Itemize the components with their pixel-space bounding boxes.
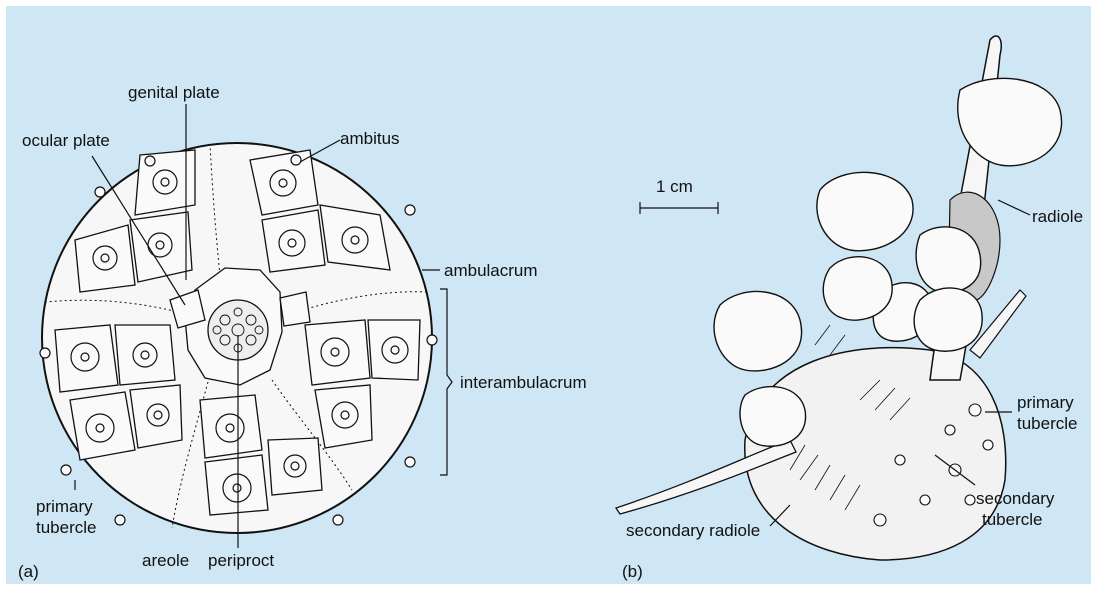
ocular-plate — [280, 292, 310, 326]
club-radiole — [823, 257, 892, 320]
label-areole: areole — [142, 551, 189, 570]
plate — [305, 320, 370, 385]
label-primary-tubercle-line1: primary — [36, 497, 93, 516]
label-genital-plate: genital plate — [128, 83, 220, 102]
label-ambulacrum: ambulacrum — [444, 261, 538, 280]
label-ambitus: ambitus — [340, 129, 400, 148]
club-radiole — [817, 172, 913, 250]
bracket-interambulacrum — [440, 289, 452, 475]
plate — [268, 438, 322, 495]
label-periproct: periproct — [208, 551, 274, 570]
plate — [250, 150, 318, 215]
plate — [130, 212, 192, 282]
panel-b-tag: (b) — [622, 562, 643, 581]
scale-bar — [640, 202, 718, 214]
plate — [262, 210, 325, 272]
plate — [320, 205, 390, 270]
label-primary-tubercle-b-line2: tubercle — [1017, 414, 1077, 433]
label-secondary-tubercle-line2: tubercle — [982, 510, 1042, 529]
label-interambulacrum: interambulacrum — [460, 373, 587, 392]
plate — [205, 455, 268, 515]
plate — [130, 385, 182, 448]
plate — [70, 392, 135, 460]
label-radiole: radiole — [1032, 207, 1083, 226]
label-secondary-radiole: secondary radiole — [626, 521, 760, 540]
club-radiole — [740, 387, 806, 447]
plate — [55, 325, 118, 392]
label-ocular-plate: ocular plate — [22, 131, 110, 150]
panel-a-tag: (a) — [18, 562, 39, 581]
plate — [315, 385, 372, 448]
label-secondary-tubercle-line1: secondary — [976, 489, 1055, 508]
test-with-radioles — [616, 36, 1062, 560]
club-radiole — [714, 291, 802, 370]
plate — [200, 395, 262, 458]
label-primary-tubercle-b-line1: primary — [1017, 393, 1074, 412]
label-scale: 1 cm — [656, 177, 693, 196]
leader-radiole — [998, 200, 1030, 215]
label-primary-tubercle-line2: tubercle — [36, 518, 96, 537]
club-radiole — [914, 288, 982, 351]
club-radiole — [916, 227, 981, 293]
plate — [368, 320, 420, 380]
plate — [115, 325, 175, 385]
